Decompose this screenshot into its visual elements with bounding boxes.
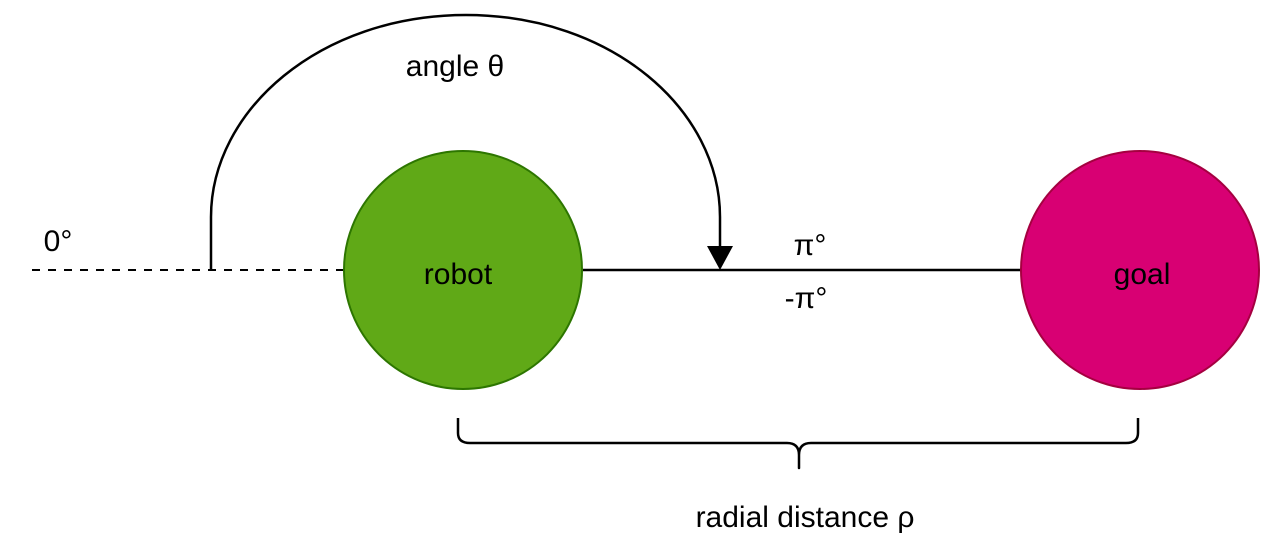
robot-label: robot [424,258,493,291]
robot-node [343,150,583,390]
goal-node [1020,150,1260,390]
angle-label: angle θ [406,50,504,83]
pi-label: π° [794,229,827,262]
distance-label: radial distance ρ [696,501,915,534]
angle-arrowhead [707,246,733,270]
goal-label: goal [1114,258,1171,291]
neg-pi-label: -π° [785,282,828,315]
angle-arc [209,13,722,270]
distance-brace [456,418,1140,470]
zero-degree-label: 0° [44,225,73,258]
